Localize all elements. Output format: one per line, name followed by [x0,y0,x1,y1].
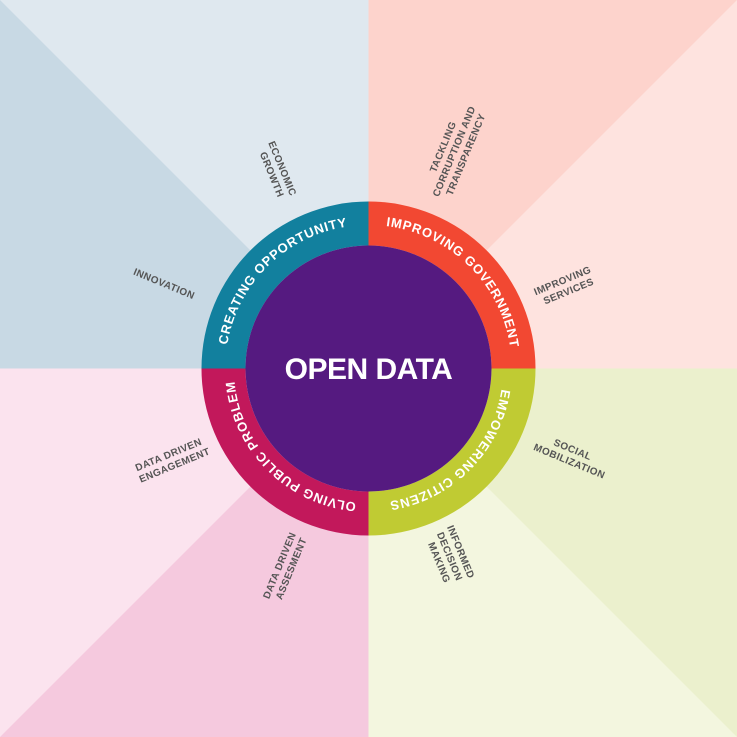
ring [201,201,536,536]
ring-segment-empowering-citizens [368,368,536,536]
ring-segment-improving-government [368,201,536,369]
center-circle [245,245,492,492]
ring-segment-creating-opportunity [201,201,369,369]
center-title: OPEN DATA [285,353,453,386]
ring-segment-solving-public-problems [201,368,369,536]
